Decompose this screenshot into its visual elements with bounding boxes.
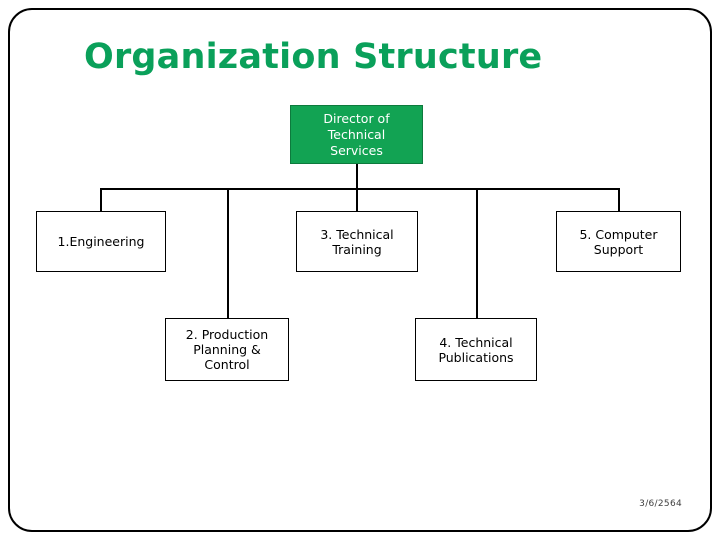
connector-drop-publications [476,188,478,318]
node-technical-publications[interactable]: 4. Technical Publications [415,318,537,381]
node-label: 1.Engineering [57,234,145,249]
connector-drop-engineering [100,188,102,211]
node-computer-support[interactable]: 5. Computer Support [556,211,681,272]
node-label: 5. Computer Support [579,226,658,257]
node-label: Director of Technical Services [323,110,390,158]
connector-root-stem [356,164,358,190]
node-label: 4. Technical Publications [438,334,514,365]
connector-drop-computer-support [618,188,620,211]
node-label: 2. Production Planning & Control [185,327,269,372]
node-production-planning-control[interactable]: 2. Production Planning & Control [165,318,289,381]
connector-bus [100,188,619,191]
page-title: Organization Structure [84,37,543,77]
node-technical-training[interactable]: 3. Technical Training [296,211,418,272]
node-engineering[interactable]: 1.Engineering [36,211,166,272]
node-label: 3. Technical Training [320,226,394,257]
node-director-of-technical-services[interactable]: Director of Technical Services [290,105,423,164]
connector-drop-production [227,188,229,318]
connector-drop-training [356,188,358,211]
slide-date: 3/6/2564 [639,499,682,509]
